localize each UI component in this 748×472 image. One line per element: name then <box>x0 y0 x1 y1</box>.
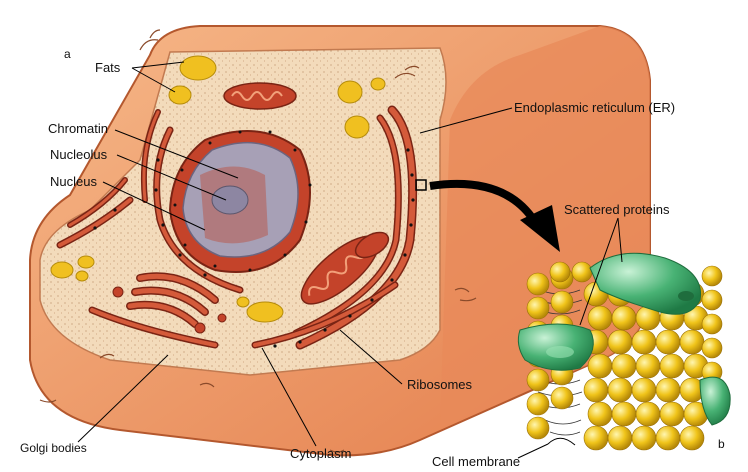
lipid-head <box>660 354 684 378</box>
lipid-head <box>608 426 632 450</box>
lipid-head <box>636 354 660 378</box>
lipid-head <box>702 314 722 334</box>
lipid-head <box>527 369 549 391</box>
panel-a-label: a <box>64 47 71 61</box>
lipid-head <box>572 262 592 282</box>
lipid-head <box>608 330 632 354</box>
chromatin-label: Chromatin <box>48 121 108 136</box>
nucleolus-label: Nucleolus <box>50 147 108 162</box>
lipid-head <box>527 417 549 439</box>
lipid-head <box>584 378 608 402</box>
lipid-head <box>702 266 722 286</box>
golgi-label: Golgi bodies <box>20 441 87 455</box>
lipid-head <box>656 426 680 450</box>
lipid-head <box>702 338 722 358</box>
lipid-head <box>588 306 612 330</box>
lipid-head <box>612 306 636 330</box>
lipid-head <box>527 273 549 295</box>
lipid-head <box>612 354 636 378</box>
lipid-head <box>551 291 573 313</box>
lipid-head <box>632 426 656 450</box>
lipid-head <box>632 330 656 354</box>
lipid-head <box>660 402 684 426</box>
nucleus <box>170 131 312 273</box>
lipid-head <box>632 378 656 402</box>
lipid-head <box>584 426 608 450</box>
lipid-head <box>636 402 660 426</box>
lipid-head <box>680 330 704 354</box>
fats-label: Fats <box>95 60 121 75</box>
ribosomes-label: Ribosomes <box>407 377 473 392</box>
lipid-head <box>612 402 636 426</box>
nucleus-label: Nucleus <box>50 174 97 189</box>
nucleolus <box>212 186 248 214</box>
er-label: Endoplasmic reticulum (ER) <box>514 100 675 115</box>
scattered-proteins-label: Scattered proteins <box>564 202 670 217</box>
panel-b-label: b <box>718 437 725 451</box>
lipid-head <box>527 393 549 415</box>
cell-membrane-label: Cell membrane <box>432 454 520 469</box>
lipid-head <box>551 387 573 409</box>
lipid-head <box>588 402 612 426</box>
lipid-head <box>656 330 680 354</box>
lipid-head <box>680 426 704 450</box>
cytoplasm-label: Cytoplasm <box>290 446 351 461</box>
lipid-head <box>608 378 632 402</box>
lipid-head <box>656 378 680 402</box>
lipid-head <box>702 290 722 310</box>
lipid-head <box>588 354 612 378</box>
lipid-head <box>550 262 570 282</box>
lipid-head <box>527 297 549 319</box>
